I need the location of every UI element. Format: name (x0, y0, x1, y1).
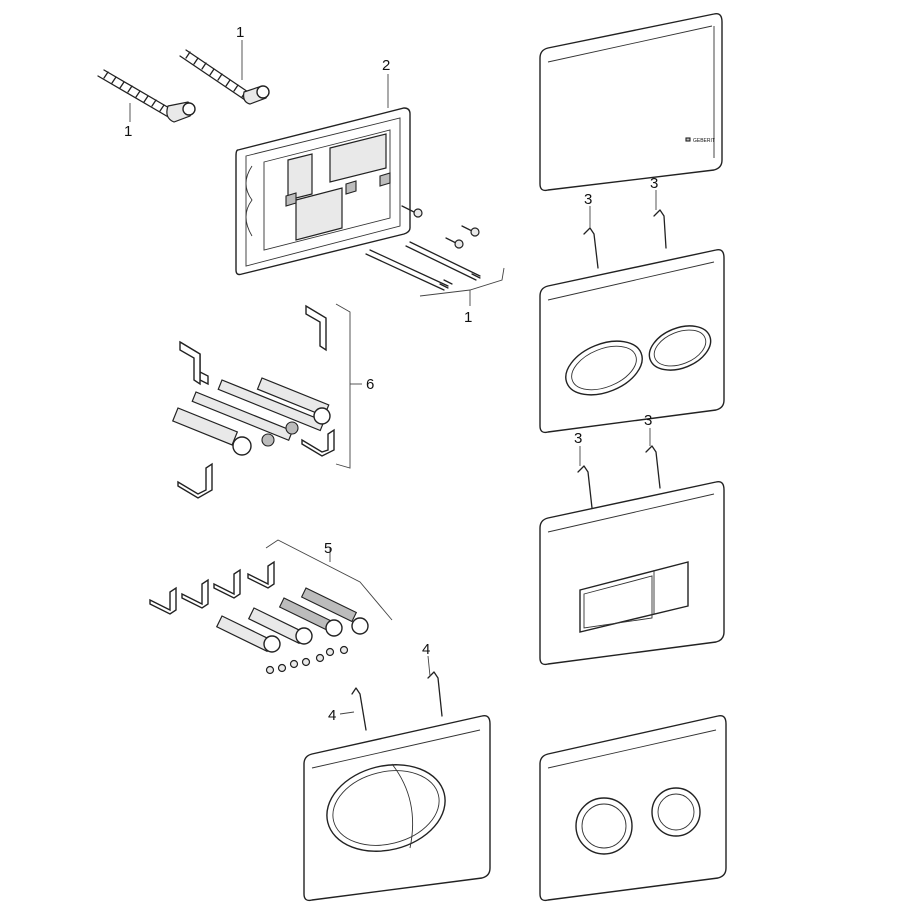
label-clip-left: 4 (328, 707, 336, 724)
clips-3-top: 3 3 (583, 175, 667, 269)
mounting-frame: 2 (235, 57, 411, 276)
screw-set: 5 (149, 539, 393, 675)
small-screws (265, 645, 349, 675)
clips-4: 4 4 (328, 641, 443, 731)
label-spring-clip-3: 3 (574, 430, 582, 447)
label-screw-set: 5 (324, 540, 332, 557)
frame-screws (401, 205, 480, 249)
label-spring-clip-2: 3 (650, 175, 658, 192)
clips-3-middle: 3 3 (574, 412, 661, 509)
long-screws (171, 377, 331, 456)
flush-plate-dual-oval (539, 248, 725, 434)
flush-plate-plain: GEBERIT (539, 12, 723, 192)
label-rods-bottom: 1 (464, 309, 472, 326)
label-bracket-set: 6 (366, 376, 374, 393)
threaded-rods-top: 1 1 (97, 24, 270, 140)
bracket-set: 6 (171, 303, 374, 499)
label-rods-top: 1 (236, 24, 244, 41)
rod-b (97, 69, 196, 123)
label-spring-clip-4: 3 (644, 412, 652, 429)
brand-logo: GEBERIT (693, 138, 715, 144)
flush-plate-oval (303, 714, 491, 902)
rod-a (179, 49, 270, 105)
flush-plate-round (539, 714, 727, 902)
label-rods-left: 1 (124, 123, 132, 140)
threaded-rods-bottom: 1 (365, 241, 505, 326)
label-clip-top: 4 (422, 641, 430, 658)
label-spring-clip-1: 3 (584, 191, 592, 208)
label-frame: 2 (382, 57, 390, 74)
flush-plate-rect-dual (539, 480, 725, 666)
